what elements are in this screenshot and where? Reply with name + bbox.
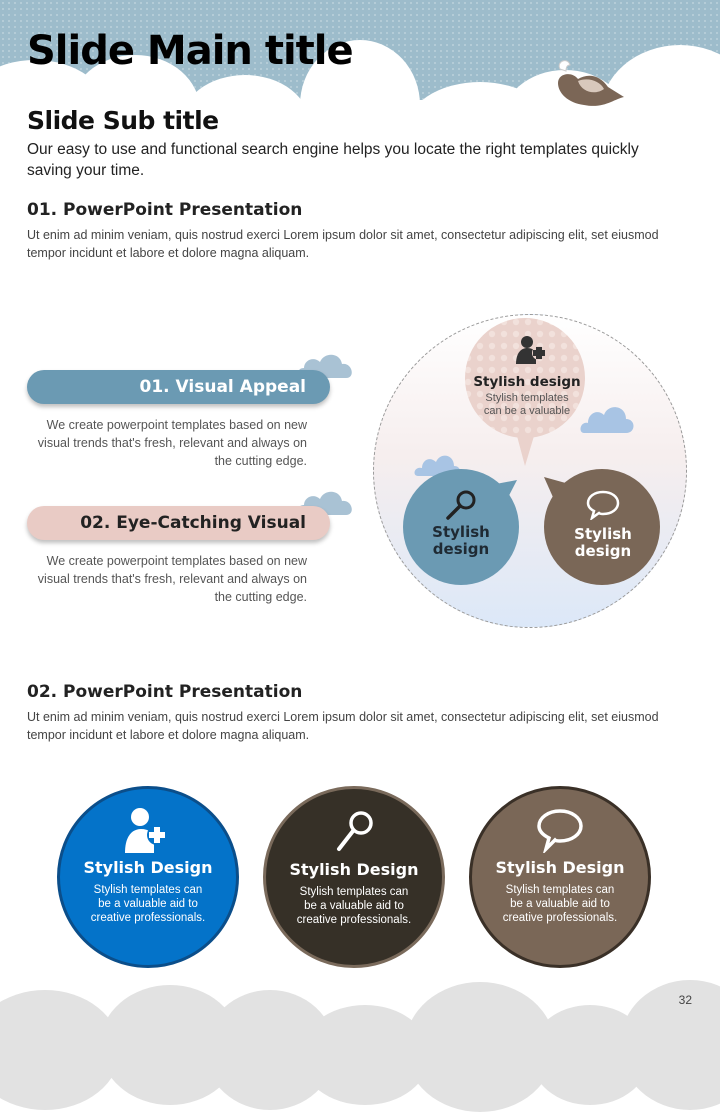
card-title: Stylish Design	[83, 858, 213, 877]
user-add-icon	[516, 336, 546, 364]
search-icon	[337, 811, 373, 851]
diagram-right-title: Stylish design	[574, 525, 632, 560]
diagram-left-title: Stylish design	[432, 523, 490, 558]
section2-heading: 02. PowerPoint Presentation	[27, 682, 303, 702]
section1-heading: 01. PowerPoint Presentation	[27, 200, 303, 220]
feature-pill-visual-appeal: 01. Visual Appeal	[27, 370, 330, 404]
user-add-icon	[125, 808, 167, 853]
bird-illustration	[558, 60, 624, 106]
diagram-top-text: Stylish templates can be a valuable	[483, 392, 571, 417]
card-text: Stylish templates can be a valuable aid …	[502, 884, 618, 924]
cloud-icon	[580, 407, 634, 433]
diagram-right-bubble	[544, 469, 660, 585]
diagram-left-bubble	[403, 469, 519, 585]
section2-text: Ut enim ad minim veniam, quis nostrud ex…	[27, 710, 659, 742]
speech-bubble-icon	[586, 490, 620, 520]
feature-pill-eye-catching: 02. Eye-Catching Visual	[27, 506, 330, 540]
card-stylish-design: Stylish Design Stylish templates can be …	[263, 786, 445, 968]
card-stylish-design: Stylish Design Stylish templates can be …	[469, 786, 651, 968]
search-icon	[446, 490, 476, 520]
speech-bubble-icon	[537, 809, 583, 855]
section1-text: Ut enim ad minim veniam, quis nostrud ex…	[27, 228, 659, 260]
slide-main-title: Slide Main title	[27, 28, 354, 74]
intro-text: Our easy to use and functional search en…	[27, 141, 639, 179]
diagram-top-bubble	[465, 318, 585, 466]
card-text: Stylish templates can be a valuable aid …	[296, 886, 412, 926]
feature-description: We create powerpoint templates based on …	[37, 554, 307, 604]
diagram-top-title: Stylish design	[473, 374, 581, 390]
slide-sub-title: Slide Sub title	[27, 106, 219, 135]
feature-description: We create powerpoint templates based on …	[37, 418, 307, 468]
card-stylish-design: Stylish Design Stylish templates can be …	[57, 786, 239, 968]
card-title: Stylish Design	[289, 860, 419, 879]
page-number: 32	[678, 993, 692, 1007]
card-text: Stylish templates can be a valuable aid …	[90, 884, 206, 924]
card-title: Stylish Design	[495, 858, 625, 877]
